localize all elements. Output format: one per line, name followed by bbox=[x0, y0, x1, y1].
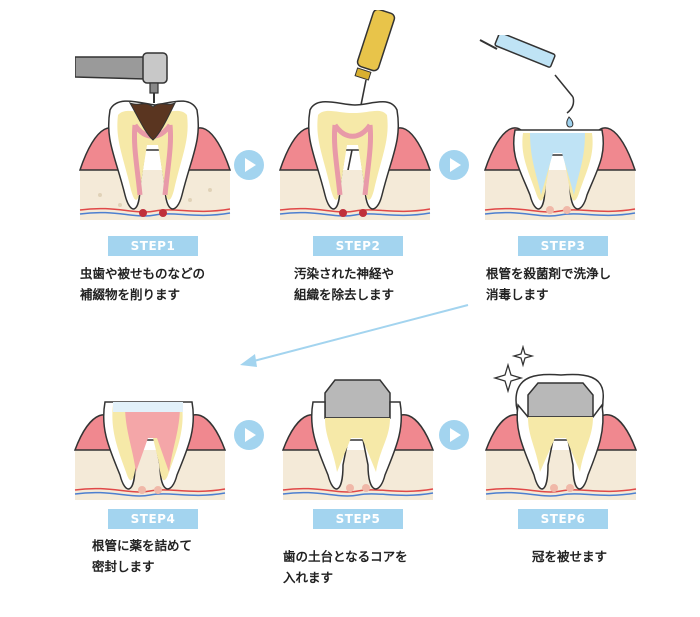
step4-badge: STEP4 bbox=[108, 509, 198, 529]
sparkle-icon bbox=[492, 345, 535, 394]
step3-line1: 根管を殺菌剤で洗浄し bbox=[486, 266, 612, 281]
step1-line2: 補綴物を削ります bbox=[80, 287, 181, 302]
step4-illustration bbox=[73, 401, 227, 500]
step1-description: 虫歯や被せものなどの 補綴物を削ります bbox=[80, 263, 205, 305]
step5-line1: 歯の土台となるコアを bbox=[283, 549, 408, 564]
step3-badge: STEP3 bbox=[518, 236, 608, 256]
next-arrow-icon bbox=[439, 150, 469, 180]
step2-badge: STEP2 bbox=[313, 236, 403, 256]
step3-line2: 消毒します bbox=[486, 287, 549, 302]
step1-badge: STEP1 bbox=[108, 236, 198, 256]
step6-illustration bbox=[484, 345, 638, 500]
next-arrow-icon bbox=[234, 150, 264, 180]
syringe-icon bbox=[479, 35, 575, 128]
step2-description: 汚染された神経や 組織を除去します bbox=[294, 263, 394, 305]
step5-description: 歯の土台となるコアを 入れます bbox=[283, 546, 408, 588]
step1-line1: 虫歯や被せものなどの bbox=[80, 266, 206, 281]
step4-line1: 根管に薬を詰めて bbox=[92, 538, 193, 553]
step5-badge: STEP5 bbox=[313, 509, 403, 529]
core-post-icon bbox=[324, 379, 391, 419]
step5-line2: 入れます bbox=[283, 570, 334, 585]
step6-description: 冠を被せます bbox=[532, 546, 607, 567]
next-arrow-icon bbox=[234, 420, 264, 450]
step2-line2: 組織を除去します bbox=[294, 287, 395, 302]
step1-illustration bbox=[75, 52, 232, 220]
step5-illustration bbox=[281, 379, 435, 500]
step4-line2: 密封します bbox=[92, 559, 155, 574]
step2-illustration bbox=[278, 10, 432, 220]
step3-description: 根管を殺菌剤で洗浄し 消毒します bbox=[486, 263, 611, 305]
next-arrow-icon bbox=[439, 420, 469, 450]
dental-drill-icon bbox=[75, 52, 168, 103]
step6-line1: 冠を被せます bbox=[532, 549, 608, 564]
step4-description: 根管に薬を詰めて 密封します bbox=[92, 535, 192, 577]
step6-badge: STEP6 bbox=[518, 509, 608, 529]
step3-illustration bbox=[479, 35, 637, 220]
step2-line1: 汚染された神経や bbox=[294, 266, 395, 281]
